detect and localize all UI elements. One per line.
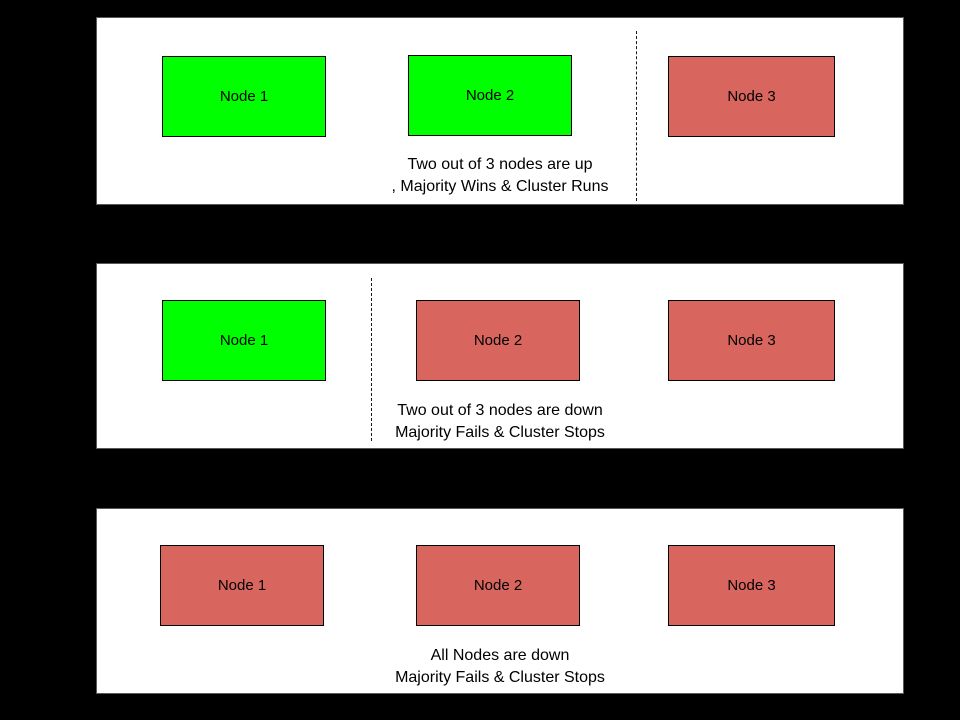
panel-two-nodes-up: Node 1 Node 2 Node 3 Two out of 3 nodes …: [96, 17, 904, 205]
node-box: Node 2: [416, 300, 580, 381]
caption-line-2: Majority Fails & Cluster Stops: [395, 669, 605, 686]
node-box: Node 3: [668, 545, 835, 626]
node-label: Node 1: [219, 332, 269, 349]
node-box: Node 3: [668, 56, 835, 137]
node-box: Node 1: [162, 300, 326, 381]
caption-line-1: Two out of 3 nodes are down: [397, 402, 603, 419]
caption-line-1: All Nodes are down: [430, 647, 570, 664]
node-box: Node 2: [416, 545, 580, 626]
node-label: Node 2: [465, 87, 515, 104]
node-label: Node 3: [727, 577, 776, 594]
node-label: Node 1: [217, 577, 267, 594]
node-label: Node 2: [473, 577, 523, 594]
partition-divider-dashed-line: [371, 278, 372, 441]
caption-line-2: , Majority Wins & Cluster Runs: [391, 178, 609, 195]
scenario-caption: Two out of 3 nodes are down Majority Fai…: [97, 400, 903, 444]
node-box: Node 3: [668, 300, 835, 381]
scenario-caption: Two out of 3 nodes are up , Majority Win…: [97, 154, 903, 198]
caption-line-1: Two out of 3 nodes are up: [407, 156, 593, 173]
node-label: Node 3: [727, 332, 776, 349]
node-label: Node 1: [219, 88, 269, 105]
scenario-caption: All Nodes are down Majority Fails & Clus…: [97, 645, 903, 689]
node-box: Node 1: [160, 545, 324, 626]
panel-two-nodes-down: Node 1 Node 2 Node 3 Two out of 3 nodes …: [96, 263, 904, 449]
node-box: Node 2: [408, 55, 572, 136]
panel-all-nodes-down: Node 1 Node 2 Node 3 All Nodes are down …: [96, 508, 904, 694]
node-label: Node 2: [473, 332, 523, 349]
partition-divider-dashed-line: [636, 31, 637, 201]
node-box: Node 1: [162, 56, 326, 137]
node-label: Node 3: [727, 88, 776, 105]
caption-line-2: Majority Fails & Cluster Stops: [395, 424, 605, 441]
